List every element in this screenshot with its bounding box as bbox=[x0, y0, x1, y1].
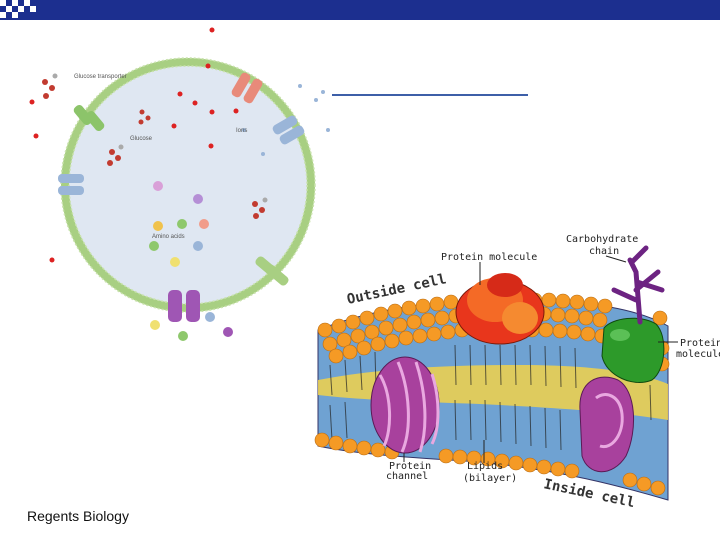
protein-molecule-right-label-2: molecule bbox=[676, 349, 720, 360]
glucose-transporter-label: Glucose transporter bbox=[74, 74, 127, 80]
glucose-label: Glucose bbox=[130, 136, 153, 142]
right-green-protein bbox=[255, 256, 289, 286]
membrane-diagram: Outside cell Inside cell Protein molecul… bbox=[314, 234, 720, 511]
header-pattern bbox=[0, 0, 36, 18]
peripheral-protein-red bbox=[455, 273, 545, 345]
amino-acids bbox=[149, 181, 233, 341]
lipids-label: Lipids bbox=[467, 461, 503, 472]
header-bar bbox=[0, 0, 720, 20]
ions bbox=[29, 27, 330, 263]
ions-label: Ions bbox=[236, 128, 247, 134]
glucose-molecule bbox=[42, 73, 268, 219]
amino-acids-label: Amino acids bbox=[152, 234, 185, 240]
carbohydrate-chain-label-2: chain bbox=[589, 246, 619, 257]
purple-channel-protein bbox=[168, 290, 200, 322]
red-channel-protein bbox=[231, 72, 263, 104]
cell-diagram: Glucose transporter Glucose Ions Amino a… bbox=[29, 27, 330, 341]
left-blue-protein bbox=[58, 174, 84, 195]
glucose-transporter-protein bbox=[73, 104, 105, 132]
protein-channel bbox=[370, 356, 440, 454]
protein-channel-label: Protein bbox=[389, 461, 431, 472]
carbohydrate-chain bbox=[611, 245, 665, 325]
protein-molecule-label: Protein molecule bbox=[441, 252, 537, 263]
carbohydrate-chain-label: Carbohydrate bbox=[566, 234, 638, 245]
protein-molecule-right-label: Protein bbox=[680, 338, 720, 349]
ion-channel-protein bbox=[272, 115, 305, 145]
integral-protein bbox=[579, 376, 635, 473]
glycoprotein bbox=[601, 317, 665, 384]
protein-channel-label-2: channel bbox=[386, 471, 428, 482]
title-underline bbox=[332, 94, 528, 96]
lipids-label-2: (bilayer) bbox=[463, 473, 517, 484]
footer-label: Regents Biology bbox=[27, 508, 129, 524]
leader-lines bbox=[403, 255, 678, 463]
